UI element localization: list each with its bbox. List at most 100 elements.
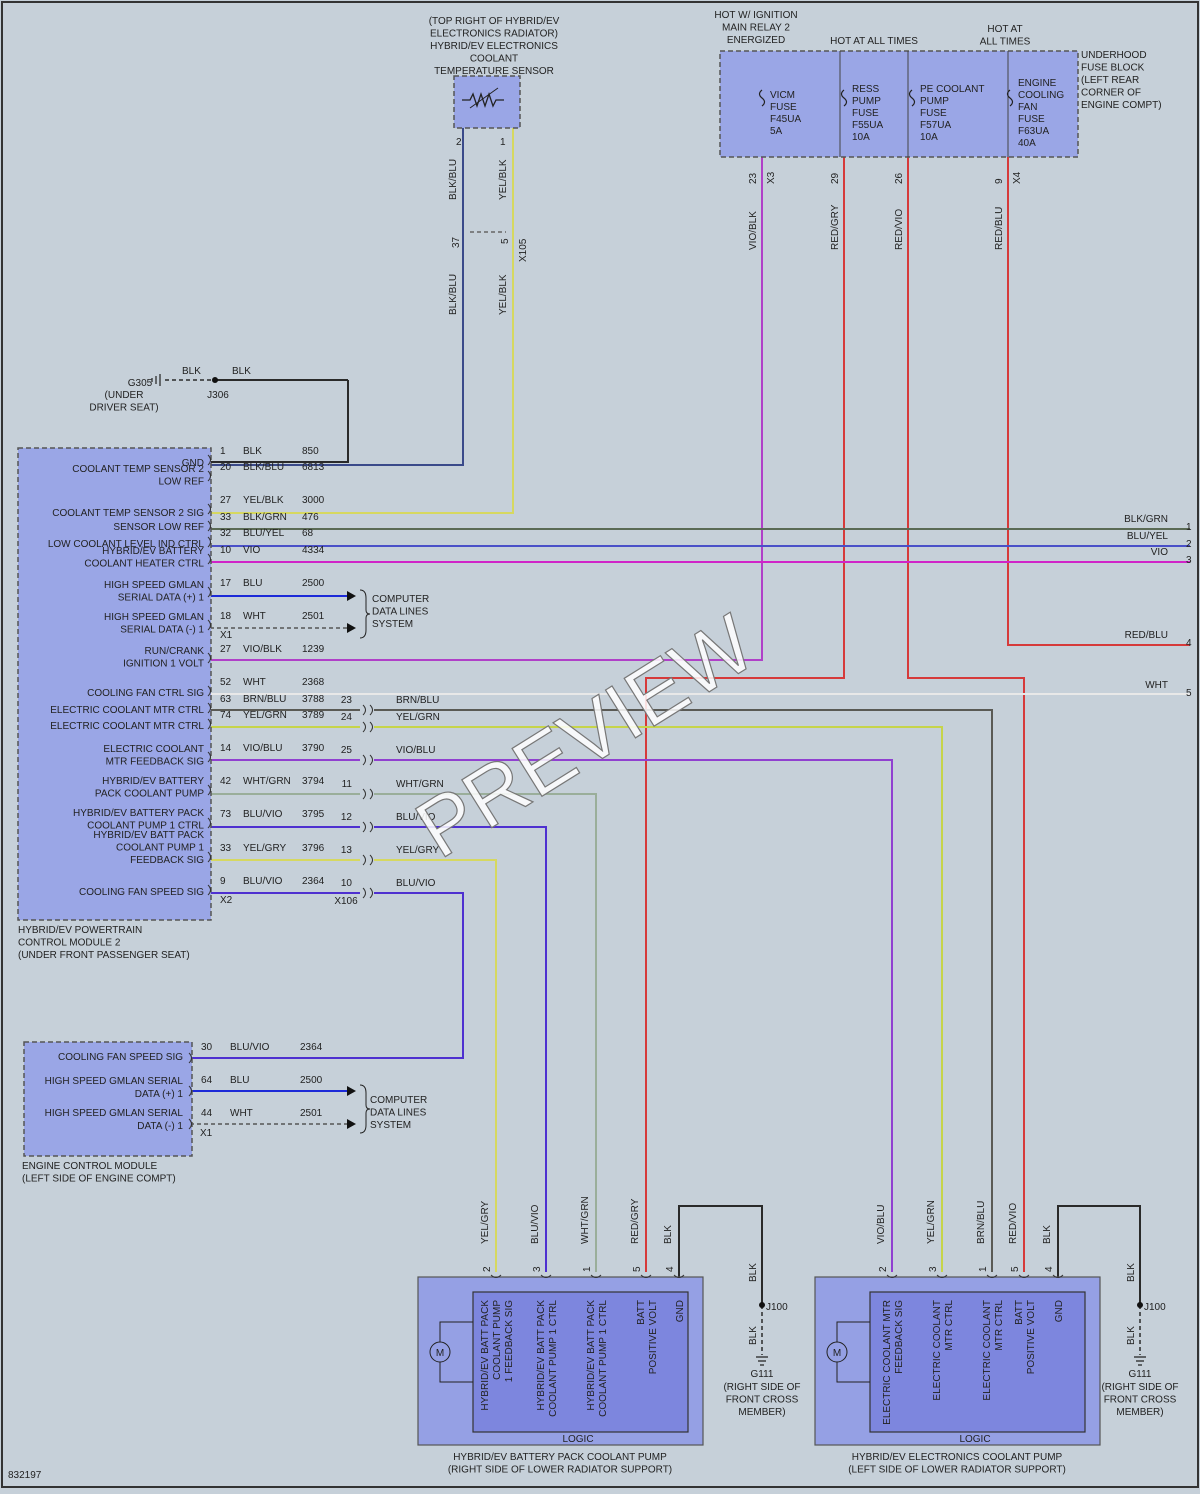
wire-label: VIO/BLU	[243, 743, 282, 754]
splice-id: J306	[207, 390, 229, 401]
inline-pin: 23	[341, 695, 353, 706]
fuse-label: PUMP	[920, 96, 949, 107]
connector-tick	[986, 1274, 998, 1278]
inline-pin: 10	[341, 878, 353, 889]
wire-red-gry	[645, 157, 845, 1272]
fuse-header: ALL TIMES	[980, 37, 1031, 48]
ground-location: MEMBER)	[738, 1407, 785, 1418]
connector-tick	[1052, 1274, 1064, 1278]
hpcm-row-label: HIGH SPEED GMLAN	[104, 612, 204, 623]
wire-label: BLK	[663, 1225, 674, 1244]
pin-number: 73	[220, 809, 232, 820]
circuit-number: 3794	[302, 776, 325, 787]
wire-label: BLU/YEL	[243, 528, 285, 539]
pin-number: 30	[201, 1042, 213, 1053]
connector-tick	[540, 1274, 552, 1278]
hpcm-row-label: COOLANT TEMP SENSOR 2	[72, 464, 204, 475]
connector-tick	[207, 751, 211, 763]
wire-label: BLK	[232, 366, 251, 377]
wire-yel-grn	[374, 726, 943, 1272]
connector-id: X2	[220, 895, 233, 906]
pump-pin-function: 1 FEEDBACK SIG	[504, 1300, 515, 1382]
ground-location: FRONT CROSS	[1104, 1395, 1177, 1406]
pump-pin-function: HYBRID/EV BATT PACK	[536, 1300, 547, 1411]
fuse-label: 40A	[1018, 138, 1036, 149]
hpcm-row-label: SERIAL DATA (+) 1	[118, 593, 205, 604]
brace	[359, 1084, 371, 1134]
pin-number: 27	[220, 644, 232, 655]
hpcm-row-label: COOLANT HEATER CTRL	[84, 559, 204, 570]
module-label: (LEFT SIDE OF ENGINE COMPT)	[22, 1174, 176, 1185]
pin-number: 52	[220, 677, 232, 688]
inline-pin: 11	[342, 779, 353, 790]
pin-number: 3	[532, 1266, 543, 1272]
engine-control-module	[23, 1041, 193, 1157]
hpcm-row-label: COOLING FAN CTRL SIG	[87, 688, 204, 699]
circuit-number: 3795	[302, 809, 325, 820]
fuse-label: FUSE	[852, 108, 879, 119]
connector-id: X105	[518, 238, 529, 262]
wire-blk-ground	[1057, 1205, 1141, 1305]
wire-label: BLU/VIO	[230, 1042, 270, 1053]
circuit-number: 3789	[302, 710, 325, 721]
inline-connector	[362, 854, 373, 866]
splice-dot	[1137, 1302, 1143, 1308]
fuse-header: MAIN RELAY 2	[722, 23, 790, 34]
pump-pin-function: COOLANT PUMP 1 CTRL	[548, 1300, 559, 1417]
wire-label: BLK	[1126, 1263, 1137, 1282]
ecm-row-label: DATA (+) 1	[135, 1089, 184, 1100]
pump-pin-function: HYBRID/EV BATT PACK	[586, 1300, 597, 1411]
wire-vio-blu	[374, 759, 893, 1272]
pump-pin-function: COOLANT PUMP 1 CTRL	[598, 1300, 609, 1417]
hpcm-row-label: HIGH SPEED GMLAN	[104, 580, 204, 591]
hpcm-row-label: COOLANT TEMP SENSOR 2 SIG	[52, 508, 204, 519]
inline-wire-label: VIO/BLU	[396, 745, 435, 756]
ground-location: (RIGHT SIDE OF	[723, 1382, 800, 1393]
wire-label: BLK	[243, 446, 262, 457]
fuse-block-label: (LEFT REAR	[1081, 75, 1139, 86]
sensor-label: (TOP RIGHT OF HYBRID/EV	[429, 16, 560, 27]
pin-number: 33	[220, 512, 232, 523]
offpage-number: 5	[1186, 688, 1192, 699]
pump-pin-function: GND	[1054, 1300, 1065, 1322]
inline-pin: 12	[341, 812, 353, 823]
wire-label: VIO	[243, 545, 260, 556]
pin-number: 5	[1010, 1266, 1021, 1272]
component-layer	[17, 50, 1101, 1446]
pin-number: 18	[220, 611, 232, 622]
connector-tick	[207, 784, 211, 796]
gmlan-arrow	[347, 591, 356, 601]
ground-id: G111	[751, 1369, 774, 1380]
connector-tick	[490, 1274, 502, 1278]
data-lines-label: DATA LINES	[372, 607, 429, 618]
wire-label: YEL/BLK	[498, 274, 509, 315]
pump-pin-function: BATT	[1014, 1300, 1025, 1325]
underhood-fuse-block	[719, 50, 1079, 158]
inline-pin: 25	[341, 745, 353, 756]
gmlan-arrow	[347, 1086, 356, 1096]
wire-label: RED/BLU	[994, 207, 1005, 250]
pump-label: (LEFT SIDE OF LOWER RADIATOR SUPPORT)	[848, 1465, 1066, 1476]
wire-label: WHT/GRN	[580, 1196, 591, 1244]
wire-label: YEL/BLK	[243, 495, 284, 506]
wire-label: BLK	[182, 366, 201, 377]
wire-label: YEL/GRN	[243, 710, 287, 721]
hpcm-row-label: HYBRID/EV BATTERY PACK	[73, 808, 204, 819]
inline-connector	[362, 754, 373, 766]
circuit-number: 2364	[300, 1042, 323, 1053]
pin-number: 3	[928, 1266, 939, 1272]
connector-pin: 37	[451, 236, 462, 248]
inline-connector	[362, 704, 373, 716]
sensor-label: HYBRID/EV ELECTRONICS	[430, 41, 558, 52]
ecm-row-label: COOLING FAN SPEED SIG	[58, 1052, 183, 1063]
fuse-pin: 26	[894, 172, 905, 184]
battery-pack-coolant-pump-logic-block	[472, 1291, 689, 1433]
wire-blk-ground	[678, 1205, 763, 1305]
hpcm-row-label: LOW COOLANT LEVEL IND CTRL	[48, 539, 205, 550]
connector-id: X1	[200, 1128, 213, 1139]
pump-pin-function: COOLANT PUMP	[492, 1300, 503, 1380]
splice-dot	[212, 377, 218, 383]
connector-tick	[207, 702, 211, 714]
circuit-number: 2501	[302, 611, 325, 622]
wire-label: BRN/BLU	[976, 1201, 987, 1244]
